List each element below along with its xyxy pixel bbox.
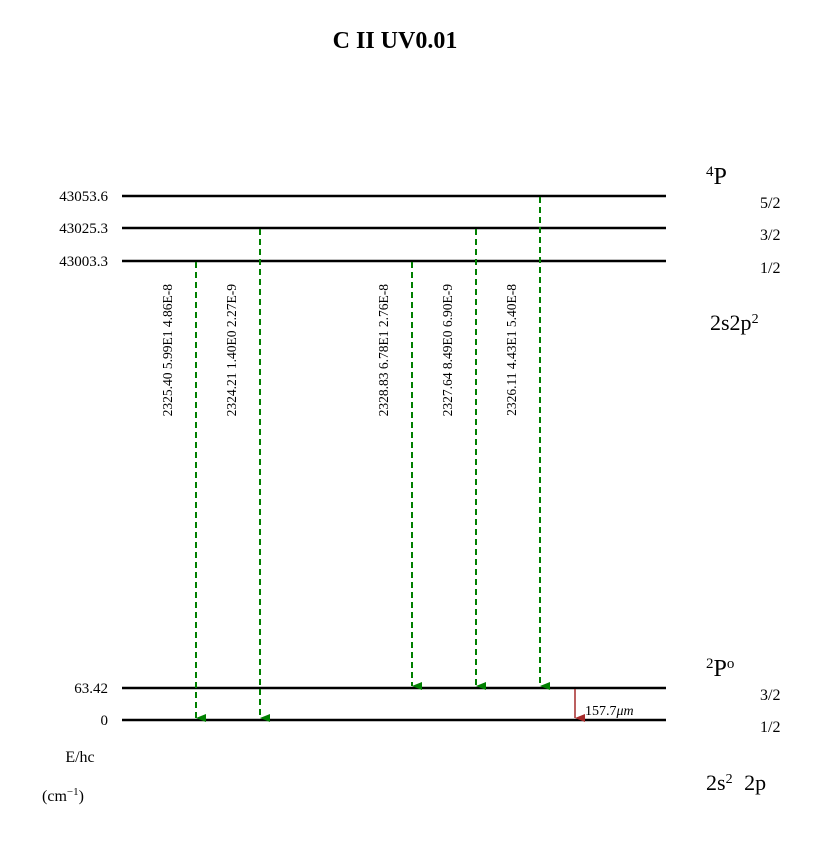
level-j-value: 5/2 [760,195,780,212]
term-2Po: 2Po [706,656,734,682]
transition-label: 2328.83 6.78E1 2.76E-8 [376,284,391,417]
term-2Po-parity: o [727,656,735,672]
level-j-value: 3/2 [760,227,780,244]
config-2s2-2p-part2: 2p [739,770,767,795]
fine-structure-label: 157.7μm [585,704,634,719]
config-2s2-2p-part1: 2s [706,770,726,795]
config-2s2-2p: 2s2 2p [706,770,766,795]
config-2s2p2-sup: 2 [752,312,759,327]
level-j-value: 1/2 [760,719,780,736]
transition-label: 2327.64 8.49E0 6.90E-9 [440,284,455,417]
term-2Po-letter: P [714,656,727,682]
term-4P-multiplicity: 4 [706,164,714,180]
transitions: 2325.40 5.99E1 4.86E-8 2324.21 1.40E0 2.2… [160,197,634,722]
axis-units-sup: −1 [67,786,79,798]
term-4P-letter: P [714,164,727,190]
axis-label-units: (cm−1) [42,786,84,805]
level-j-value: 3/2 [760,687,780,704]
axis-units-end: ) [79,788,84,805]
energy-level-value: 43053.6 [59,189,108,205]
transition-label: 2326.11 4.43E1 5.40E-8 [504,284,519,416]
fine-structure-unit: μm [616,704,634,719]
axis-label-energy: E/hc [65,749,94,766]
axis-units-base: (cm [42,788,67,805]
term-4P: 4P [706,164,727,190]
level-j-value: 1/2 [760,260,780,277]
config-2s2p2-part: 2s2p [710,310,752,335]
energy-level-value: 63.42 [74,681,108,697]
config-2s2-2p-sup: 2 [726,772,733,787]
energy-level-value: 0 [101,713,109,729]
transition-label: 2325.40 5.99E1 4.86E-8 [160,284,175,417]
diagram-title: C II UV0.01 [333,28,458,54]
fine-structure-value: 157.7 [585,704,617,719]
energy-level-value: 43003.3 [59,254,108,270]
term-2Po-multiplicity: 2 [706,656,714,672]
energy-level-value: 43025.3 [59,221,108,237]
energy-levels: 43053.6 5/2 43025.3 3/2 43003.3 1/2 63.42 3/2 0 1… [59,189,780,736]
config-2s2p2: 2s2p2 [710,310,759,335]
transition-label: 2324.21 1.40E0 2.27E-9 [224,284,239,417]
